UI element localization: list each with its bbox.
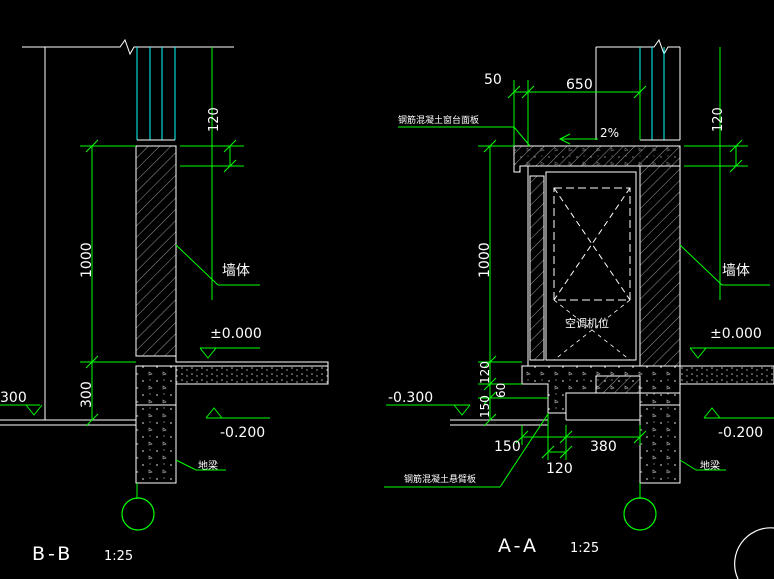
dim-aa-b120: 120 [478,361,492,384]
dim-aa-50: 50 [484,72,502,88]
beam-label-bb: 地梁 [198,459,218,472]
dimensions-bb [0,139,270,499]
window-glass-aa [639,47,665,140]
dim-aa-650: 650 [566,77,593,93]
wall-bb [135,145,177,357]
bottom-slab-label: 钢筋混凝土悬臂板 [404,473,476,485]
scale-aa: 1:25 [570,541,599,556]
scale-bb: 1:25 [104,549,133,564]
window-glass-bb [136,47,176,140]
level-low-bb: -0.200 [220,425,265,441]
dim-bb-low: 300 [79,381,95,408]
axis-circle-bb [121,497,155,531]
wall-label-aa: 墙体 [722,263,750,279]
level-low-aa: -0.200 [718,425,763,441]
dim-aa-b150h: 150 [494,439,521,455]
wall-label-bb: 墙体 [222,263,250,279]
dim-bb-left-level: 300 [0,390,27,406]
top-slab-label: 钢筋混凝土窗台面板 [398,114,479,126]
slope-label: 2% [600,126,619,140]
dim-aa-mid: 1000 [477,242,493,278]
dimensions-aa [384,47,774,499]
dim-aa-top: 120 [711,107,726,132]
axis-circle-aa [623,497,657,531]
partial-circle [734,527,774,579]
level-zero-bb: ±0.000 [210,326,262,342]
dim-aa-b60: 60 [494,383,508,398]
level-zero-aa: ±0.000 [710,326,762,342]
beam-label-aa: 地梁 [700,459,720,472]
dim-aa-b150v: 150 [478,395,492,418]
section-bb: 120 1000 300 300 墙体 ±0.000 -0.200 地梁 B-B… [0,38,329,565]
section-aa: 50 650 钢筋混凝土窗台面板 2% 120 1000 120 60 150 … [384,38,774,579]
title-bb: B-B [32,543,73,565]
dim-bb-top: 120 [207,107,222,132]
dim-bb-mid: 1000 [79,242,95,278]
ac-label: 空调机位 [565,316,609,330]
wall-aa [639,165,681,367]
dim-aa-b380: 380 [590,439,617,455]
level-left-aa: -0.300 [388,390,433,406]
title-aa: A-A [498,535,539,557]
dim-aa-b120h: 120 [546,461,573,477]
